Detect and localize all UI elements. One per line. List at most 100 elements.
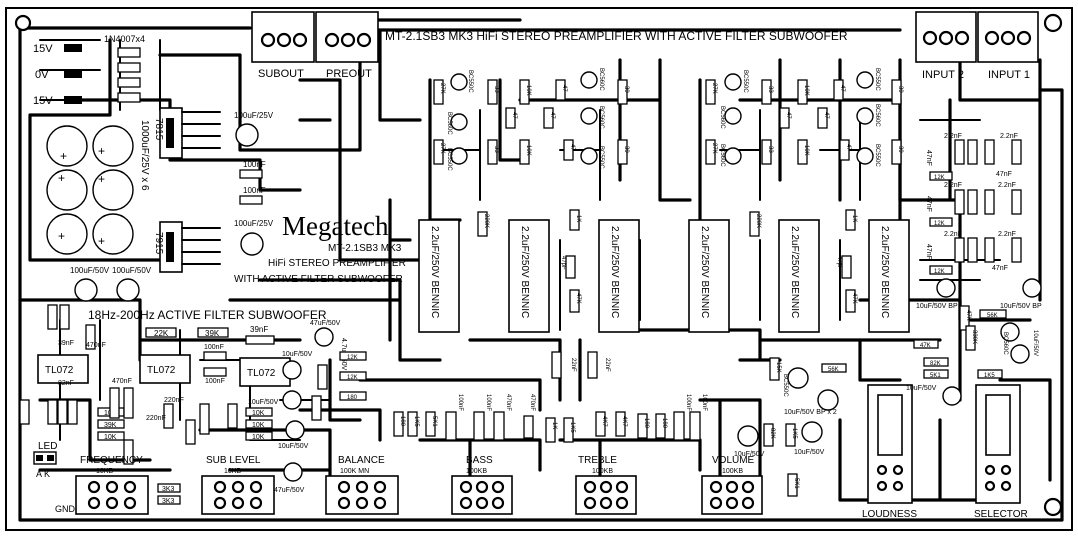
- svg-text:1K: 1K: [575, 215, 581, 222]
- svg-text:47: 47: [823, 112, 829, 119]
- input2-connector: INPUT 2: [915, 11, 977, 81]
- film-cap-4: 2.2uF/250V BENNIC: [699, 226, 710, 318]
- svg-text:39nF: 39nF: [58, 340, 74, 347]
- pot-frequency-label: FREQUENCY: [80, 455, 143, 466]
- pot-balance-value: 100K MN: [340, 468, 369, 475]
- led: LED A K: [33, 441, 57, 479]
- svg-text:10uF/50V BP: 10uF/50V BP: [916, 303, 958, 310]
- svg-text:33: 33: [767, 86, 773, 93]
- pot-sub-level: SUB LEVEL 10KB: [201, 455, 275, 515]
- svg-text:100uF/50V: 100uF/50V: [70, 266, 110, 275]
- svg-text:100nF: 100nF: [243, 160, 266, 169]
- svg-text:82nF: 82nF: [58, 380, 74, 387]
- svg-text:10uF/50V: 10uF/50V: [794, 449, 825, 456]
- svg-text:10K: 10K: [252, 410, 265, 417]
- svg-text:10uF/50V: 10uF/50V: [278, 443, 309, 450]
- svg-text:10uF/50V: 10uF/50V: [282, 351, 313, 358]
- svg-text:10uF/50V: 10uF/50V: [1032, 330, 1038, 356]
- led-pins: A K: [36, 469, 50, 479]
- svg-text:47: 47: [839, 85, 845, 92]
- svg-text:33: 33: [493, 86, 499, 93]
- svg-text:BC550C: BC550C: [874, 68, 880, 91]
- svg-text:100nF: 100nF: [685, 394, 691, 411]
- reg-caps: 100uF/25V 100nF 100nF 100uF/25V 100uF/50…: [70, 111, 274, 302]
- input1-label: INPUT 1: [988, 69, 1030, 81]
- svg-text:1K: 1K: [851, 215, 857, 222]
- board-title: MT-2.1SB3 MK3 HiFi STEREO PREAMPLIFIER W…: [385, 29, 848, 43]
- svg-text:47K: 47K: [851, 293, 857, 304]
- svg-text:1K5: 1K5: [791, 428, 797, 439]
- pot-treble: TREBLE 100KB: [575, 455, 637, 515]
- svg-text:100uF/25V: 100uF/25V: [234, 111, 274, 120]
- svg-text:5K1: 5K1: [930, 373, 941, 379]
- switch-loudness: LOUDNESS: [862, 384, 917, 520]
- svg-text:1K5: 1K5: [984, 373, 995, 379]
- svg-text:3K3: 3K3: [162, 498, 175, 505]
- svg-text:100nF: 100nF: [205, 378, 225, 385]
- power-input: 15V 0V 15V: [33, 43, 82, 107]
- svg-text:47nF: 47nF: [992, 265, 1008, 272]
- svg-text:+: +: [98, 144, 105, 158]
- switch-loudness-label: LOUDNESS: [862, 509, 917, 520]
- tone-stage-left: BC550C BC560C BC550C BC560C BC560C BC550…: [433, 68, 629, 313]
- regulator-7915: 7915: [153, 232, 164, 255]
- film-capacitors: 2.2uF/250V BENNIC 2.2uF/250V BENNIC 2.2u…: [418, 219, 910, 333]
- led-label: LED: [38, 441, 57, 452]
- svg-text:4K7: 4K7: [601, 416, 607, 427]
- svg-text:100uF/50V: 100uF/50V: [112, 266, 152, 275]
- power-label-15v-top: 15V: [33, 43, 53, 55]
- output-section: 12K 12K 180 180 1K5 5K1 100nF 100nF 470n…: [339, 325, 1003, 497]
- logo-megatech: Megatech: [282, 211, 389, 241]
- svg-text:BC560C: BC560C: [1002, 332, 1008, 355]
- subtitle-line-2: HiFi STEREO PREAMPLIFIER: [268, 258, 406, 269]
- film-cap-5: 2.2uF/250V BENNIC: [789, 226, 800, 318]
- svg-text:47uF/50V: 47uF/50V: [274, 487, 305, 494]
- svg-text:10uF/50V: 10uF/50V: [734, 451, 765, 458]
- svg-text:470nF: 470nF: [112, 378, 132, 385]
- film-cap-3: 2.2uF/250V BENNIC: [609, 226, 620, 318]
- svg-text:BC560C: BC560C: [446, 112, 452, 135]
- svg-text:27K: 27K: [439, 83, 445, 94]
- svg-text:1K5: 1K5: [413, 416, 419, 427]
- tone-stage-right: BC550C BC560C BC560C BC550C BC560C BC550…: [705, 68, 903, 313]
- diode-label: 1N4007x4: [104, 34, 145, 44]
- svg-text:10K: 10K: [252, 422, 265, 429]
- svg-text:10K: 10K: [252, 434, 265, 441]
- pot-frequency: FREQUENCY 10KB: [75, 455, 149, 515]
- input-network: 12K 12K 12K 2.2nF 2.2nF 2.2nF 2.2nF 2.2n…: [916, 133, 1042, 364]
- svg-text:82K: 82K: [769, 428, 775, 439]
- main-caps-label: 1000uF/25V x 6: [139, 120, 150, 191]
- svg-text:220K: 220K: [755, 214, 761, 228]
- svg-text:BC550C: BC550C: [874, 144, 880, 167]
- svg-text:22K: 22K: [154, 329, 169, 338]
- svg-text:BC550C: BC550C: [742, 70, 748, 93]
- svg-text:47K: 47K: [575, 293, 581, 304]
- svg-text:39: 39: [623, 86, 629, 93]
- pot-sub-level-value: 10KB: [224, 468, 241, 475]
- svg-text:BC560C: BC560C: [719, 106, 725, 129]
- film-cap-1: 2.2uF/250V BENNIC: [429, 226, 440, 318]
- svg-text:10uF/50V: 10uF/50V: [248, 399, 279, 406]
- svg-text:2.2nF: 2.2nF: [944, 182, 962, 189]
- svg-text:10K: 10K: [525, 145, 531, 156]
- svg-text:+: +: [98, 172, 105, 186]
- input1-connector: INPUT 1: [977, 11, 1039, 81]
- svg-text:BC560C: BC560C: [874, 104, 880, 127]
- power-label-0v: 0V: [35, 69, 49, 81]
- regulators: 7815 7915: [153, 107, 221, 273]
- svg-text:180: 180: [347, 395, 358, 401]
- svg-text:47: 47: [549, 112, 555, 119]
- svg-text:100nF: 100nF: [701, 394, 707, 411]
- mount-hole-br: [1043, 497, 1063, 517]
- svg-text:BC550C: BC550C: [782, 374, 788, 397]
- svg-text:47K: 47K: [920, 343, 931, 349]
- preout-label: PREOUT: [326, 68, 372, 80]
- svg-text:47nF: 47nF: [925, 150, 932, 166]
- svg-text:56K: 56K: [828, 367, 839, 373]
- svg-text:27K: 27K: [439, 143, 445, 154]
- svg-text:12K: 12K: [347, 375, 358, 381]
- pot-sub-level-label: SUB LEVEL: [206, 455, 261, 466]
- regulator-7815: 7815: [153, 118, 164, 141]
- svg-text:+: +: [58, 171, 65, 185]
